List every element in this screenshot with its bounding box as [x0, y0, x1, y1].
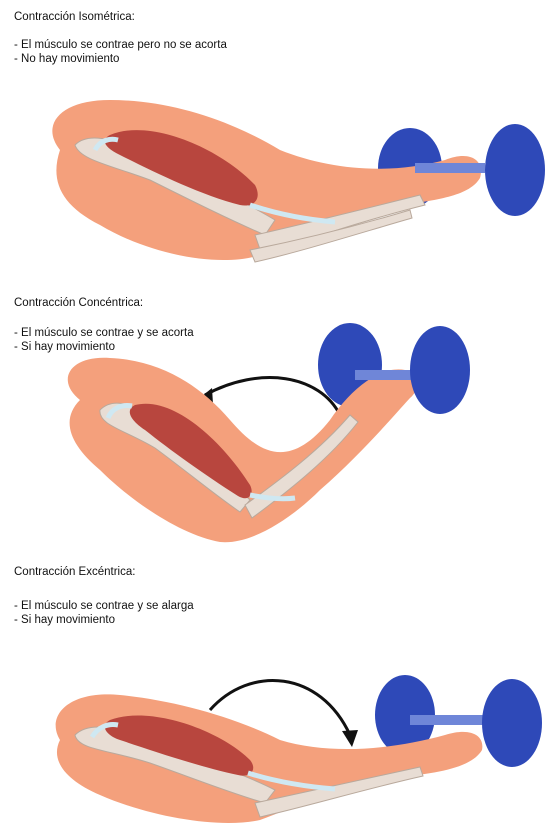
dumbbell-handle — [410, 715, 485, 725]
panel-concentric: Contracción Concéntrica: - El músculo se… — [0, 280, 548, 550]
panel-isometric: Contracción Isométrica: - El músculo se … — [0, 0, 548, 275]
dumbbell-icon — [485, 124, 545, 216]
concentric-arm-illustration — [0, 280, 548, 550]
dumbbell-icon — [410, 326, 470, 414]
panel-eccentric: Contracción Excéntrica: - El músculo se … — [0, 555, 548, 829]
motion-arrow-head — [342, 730, 358, 747]
arm-silhouette — [68, 358, 417, 542]
eccentric-arm-illustration — [0, 555, 548, 829]
isometric-arm-illustration — [0, 0, 548, 275]
motion-arrow-icon — [205, 378, 340, 415]
dumbbell-icon — [482, 679, 542, 767]
dumbbell-handle — [415, 163, 485, 173]
